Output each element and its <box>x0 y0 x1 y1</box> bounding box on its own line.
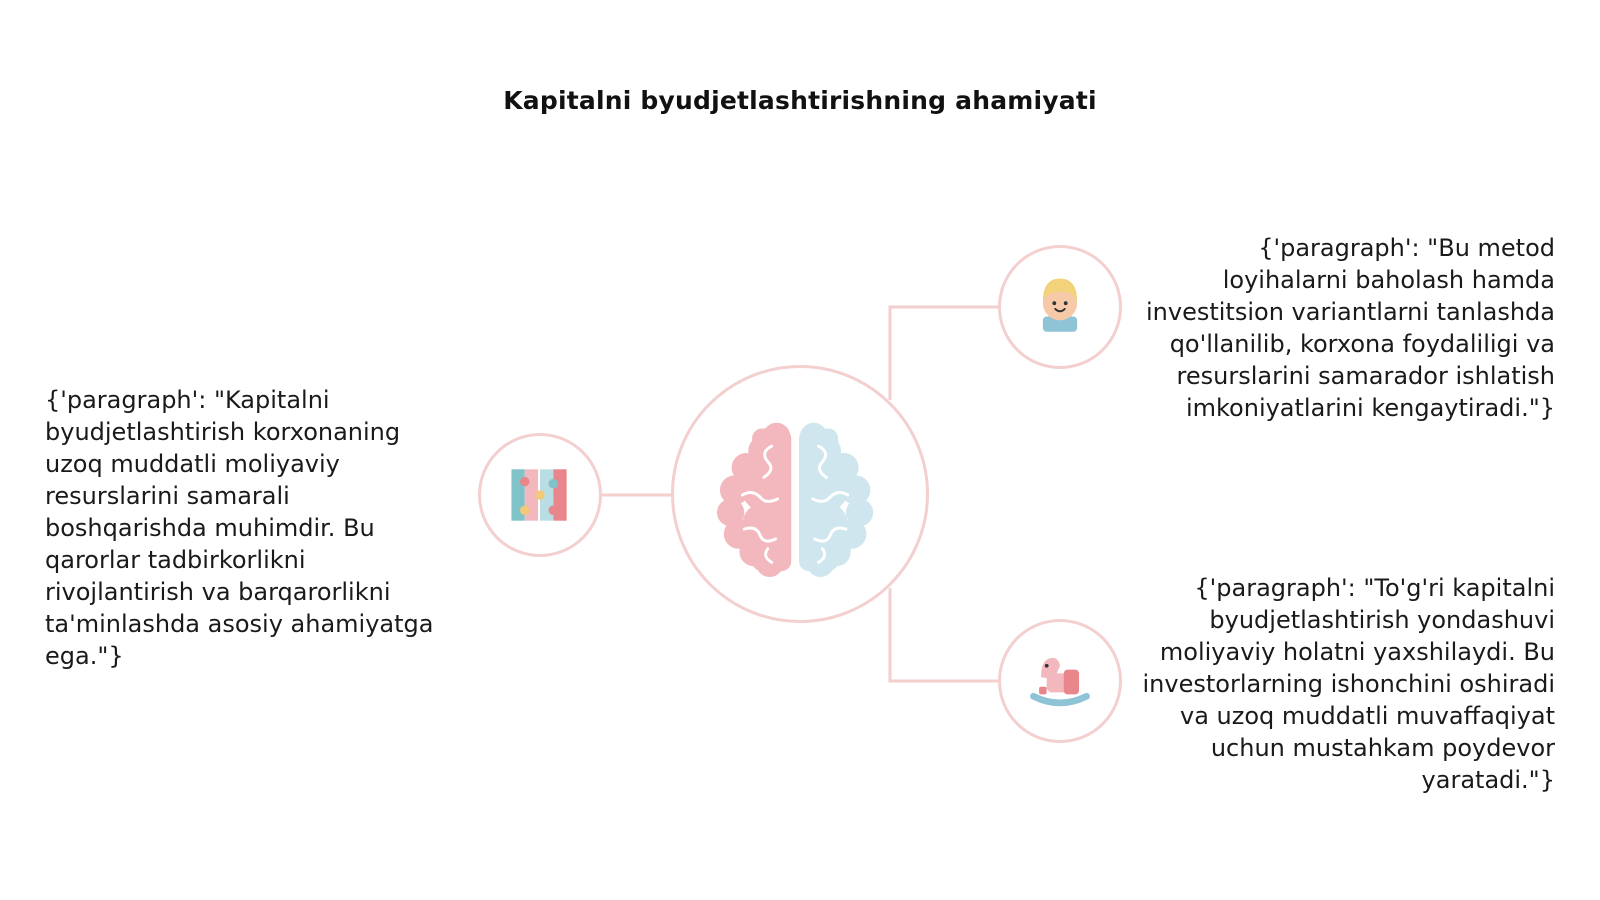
node-left <box>478 433 602 557</box>
page-title: Kapitalni byudjetlashtirishning ahamiyat… <box>503 86 1097 115</box>
rocking-horse-icon <box>1030 657 1090 707</box>
node-top-right <box>998 245 1122 369</box>
child-icon <box>1042 278 1078 332</box>
center-node <box>671 365 929 623</box>
connector-bottom-right <box>888 588 998 683</box>
node-bottom-right <box>998 619 1122 743</box>
paragraph-top-right: {'paragraph': "Bu metod loyihalarni baho… <box>1146 234 1555 422</box>
connector-top-right <box>888 305 998 400</box>
puzzle-icon <box>511 469 567 521</box>
brain-icon <box>716 422 874 578</box>
paragraph-bottom-right: {'paragraph': "To'g'ri kapitalni byudjet… <box>1142 574 1556 794</box>
paragraph-left: {'paragraph': "Kapitalni byudjetlashtiri… <box>45 386 434 670</box>
